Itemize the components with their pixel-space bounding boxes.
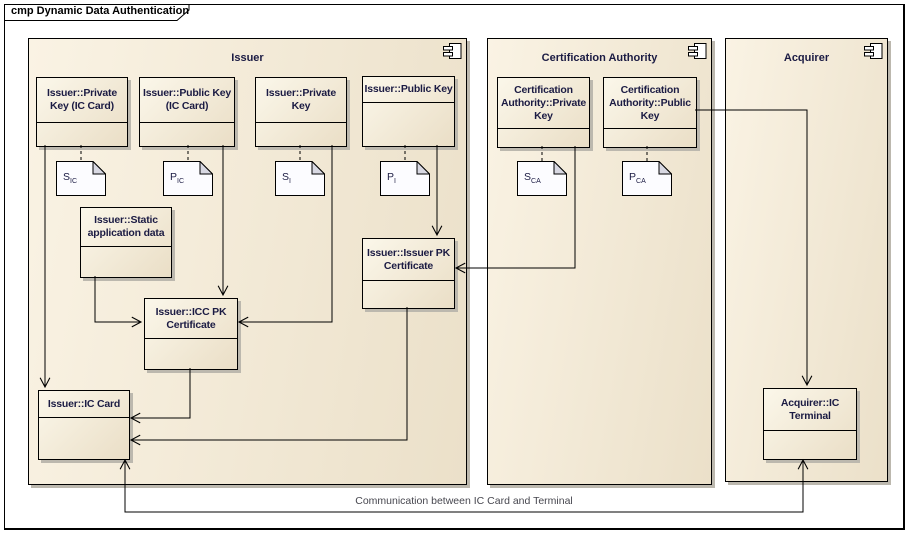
component-issuer-public-key-ic-card[interactable]: Issuer::Public Key (IC Card) [139,77,235,147]
component-ca-public-key[interactable]: Certification Authority::Public Key [603,77,697,148]
component-icon [688,43,707,59]
diagram-title: cmp Dynamic Data Authentication [11,5,190,17]
note-p-i[interactable]: PI [380,160,431,196]
component-icon [443,43,462,59]
note-s-i[interactable]: SI [275,160,326,196]
container-certification-authority-label: Certification Authority [541,52,658,64]
component-acquirer-ic-terminal[interactable]: Acquirer::IC Terminal [763,388,857,460]
component-title: Issuer::ICC PK Certificate [145,299,237,339]
note-label: PIC [170,171,185,186]
component-title: Issuer::Private Key [256,78,346,123]
component-body [498,129,589,147]
component-body [39,418,129,459]
component-body [145,339,237,369]
component-title: Issuer::Public Key (IC Card) [140,78,234,123]
component-body [363,281,454,308]
component-title: Certification Authority::Private Key [498,78,589,129]
component-body [37,123,127,146]
note-label: SI [282,171,291,186]
component-title: Issuer::Private Key (IC Card) [37,78,127,123]
note-p-ic[interactable]: PIC [163,160,214,196]
component-body [81,247,171,277]
component-title: Issuer::Static application data [81,208,171,247]
component-issuer-private-key[interactable]: Issuer::Private Key [255,77,347,147]
component-issuer-issuer-pk-certificate[interactable]: Issuer::Issuer PK Certificate [362,238,455,309]
component-title: Issuer::IC Card [39,391,129,418]
container-issuer-label: Issuer [231,52,264,64]
note-label: SIC [63,171,78,186]
component-issuer-icc-pk-certificate[interactable]: Issuer::ICC PK Certificate [144,298,238,370]
component-body [764,431,856,459]
note-p-ca[interactable]: PCA [622,160,673,196]
note-label: SCA [524,171,541,186]
component-issuer-public-key[interactable]: Issuer::Public Key [362,76,455,147]
title-tab-shape [4,4,190,21]
note-label: PI [387,171,396,186]
component-ca-private-key[interactable]: Certification Authority::Private Key [497,77,590,148]
component-title: Issuer::Issuer PK Certificate [363,239,454,281]
communication-connector-label: Communication between IC Card and Termin… [355,495,573,507]
component-icon [864,43,883,59]
component-issuer-private-key-ic-card[interactable]: Issuer::Private Key (IC Card) [36,77,128,147]
component-issuer-ic-card[interactable]: Issuer::IC Card [38,390,130,460]
component-title: Certification Authority::Public Key [604,78,696,129]
component-issuer-static-application-data[interactable]: Issuer::Static application data [80,207,172,278]
component-body [604,129,696,147]
component-body [256,123,346,146]
note-label: PCA [629,171,646,186]
note-s-ic[interactable]: SIC [56,160,107,196]
note-shape [56,160,107,196]
component-title: Issuer::Public Key [363,77,454,103]
diagram-title-tab: cmp Dynamic Data Authentication [4,4,190,21]
note-s-ca[interactable]: SCA [517,160,568,196]
container-acquirer-label: Acquirer [783,52,830,64]
note-shape [380,160,431,196]
component-body [140,123,234,146]
component-body [363,103,454,146]
component-title: Acquirer::IC Terminal [764,389,856,431]
note-shape [622,160,673,196]
note-shape [163,160,214,196]
